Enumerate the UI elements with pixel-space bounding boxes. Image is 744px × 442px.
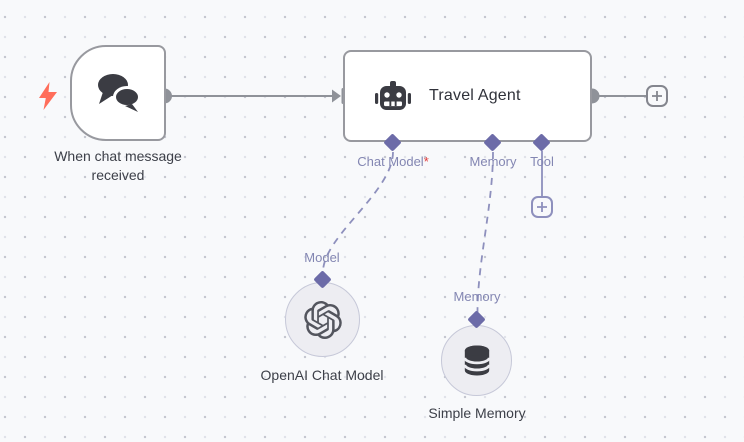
required-marker: * (423, 154, 429, 169)
agent-node-title: Travel Agent (429, 87, 521, 104)
port-label-chat-model: Chat Model* (357, 154, 429, 169)
openai-node-label: OpenAI Chat Model (260, 367, 384, 383)
connection-chatmodel[interactable] (322, 151, 394, 273)
node-simple-memory[interactable] (441, 325, 512, 396)
add-tool-button[interactable] (531, 196, 553, 218)
arrowhead-icon (332, 89, 341, 103)
add-node-button[interactable] (646, 85, 668, 107)
node-travel-agent[interactable]: Travel Agent (343, 50, 592, 142)
plus-icon (652, 91, 662, 101)
port-label-model: Model (304, 250, 340, 265)
plus-icon (537, 202, 547, 212)
connection-memory[interactable] (476, 151, 494, 313)
memory-node-label: Simple Memory (428, 405, 526, 421)
chat-bubbles-icon (98, 74, 141, 112)
node-chat-trigger[interactable] (70, 45, 166, 141)
robot-icon (375, 81, 411, 110)
node-openai-chat-model[interactable] (285, 282, 360, 357)
lightning-icon (39, 82, 57, 110)
port-label-memory-sub: Memory (453, 289, 501, 304)
openai-icon (303, 300, 342, 339)
database-icon (462, 345, 491, 376)
port-label-tool: Tool (530, 154, 554, 169)
trigger-node-label: When chat message received (54, 148, 182, 183)
port-label-memory: Memory (469, 154, 517, 169)
